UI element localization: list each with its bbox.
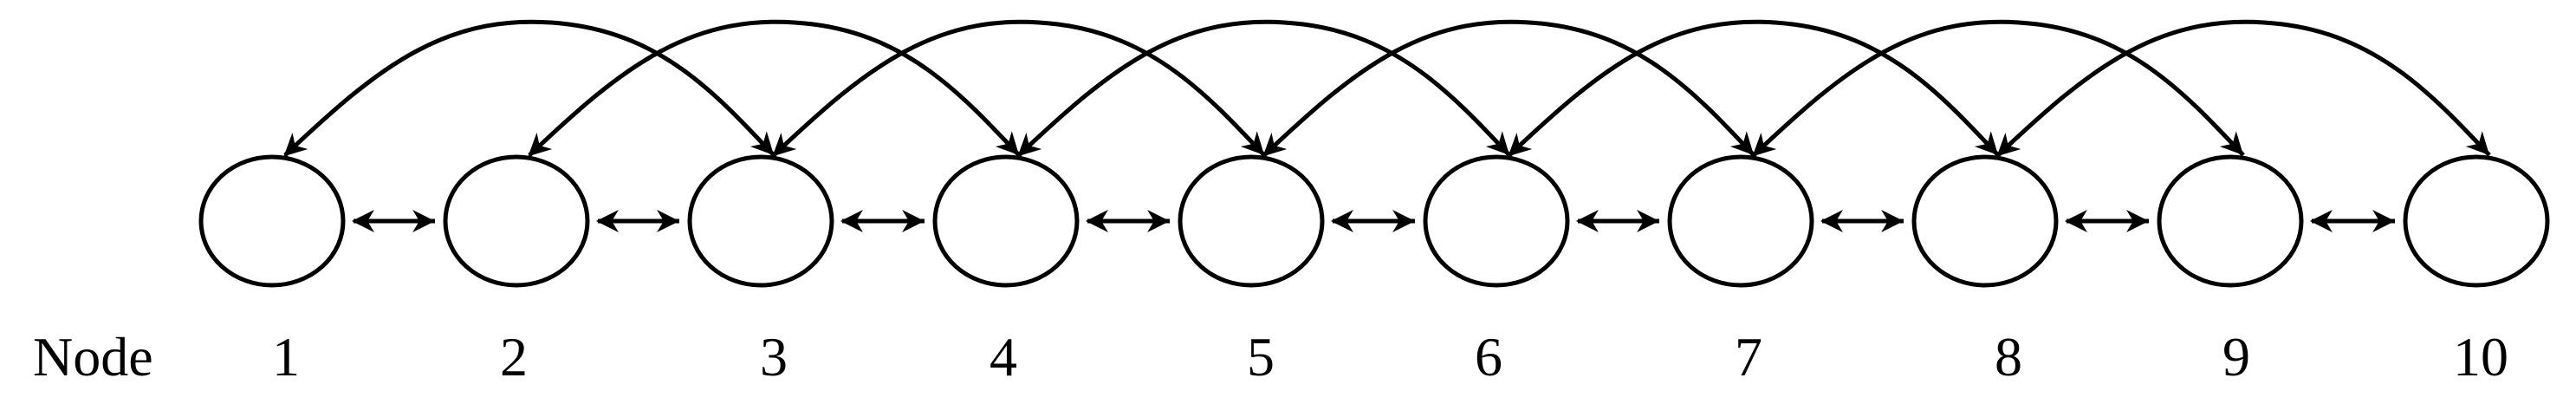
node-label-4: 4 — [990, 326, 1017, 388]
node-label-7: 7 — [1735, 326, 1762, 388]
skip-link-5-7 — [1262, 19, 1755, 157]
skip-link-1-3 — [283, 19, 775, 157]
node-1 — [198, 154, 346, 288]
node-label-5: 5 — [1247, 326, 1275, 388]
node-5 — [1178, 154, 1325, 288]
nodes — [198, 154, 2550, 288]
node-9 — [2157, 154, 2304, 288]
row-label: Node — [33, 326, 153, 388]
skip-link-6-8 — [1508, 19, 2000, 157]
node-label-1: 1 — [272, 326, 300, 388]
node-4 — [932, 154, 1080, 288]
node-6 — [1423, 154, 1570, 288]
skip-link-4-6 — [1017, 19, 1511, 157]
node-8 — [1911, 154, 2059, 288]
skip-link-2-4 — [528, 19, 1021, 157]
node-labels: Node 1 2 3 4 5 6 7 8 9 10 — [33, 326, 2508, 388]
node-10 — [2403, 154, 2550, 288]
node-7 — [1667, 154, 1814, 288]
skip-edges — [283, 19, 2491, 157]
node-3 — [687, 154, 834, 288]
node-label-2: 2 — [500, 326, 528, 388]
skip-link-8-10 — [1996, 19, 2491, 157]
node-label-8: 8 — [1995, 326, 2022, 388]
node-label-6: 6 — [1475, 326, 1502, 388]
skip-link-7-9 — [1752, 19, 2245, 157]
node-label-3: 3 — [760, 326, 788, 388]
node-2 — [443, 154, 590, 288]
node-label-10: 10 — [2453, 326, 2508, 388]
skip-link-3-5 — [772, 19, 1266, 157]
node-label-9: 9 — [2222, 326, 2250, 388]
